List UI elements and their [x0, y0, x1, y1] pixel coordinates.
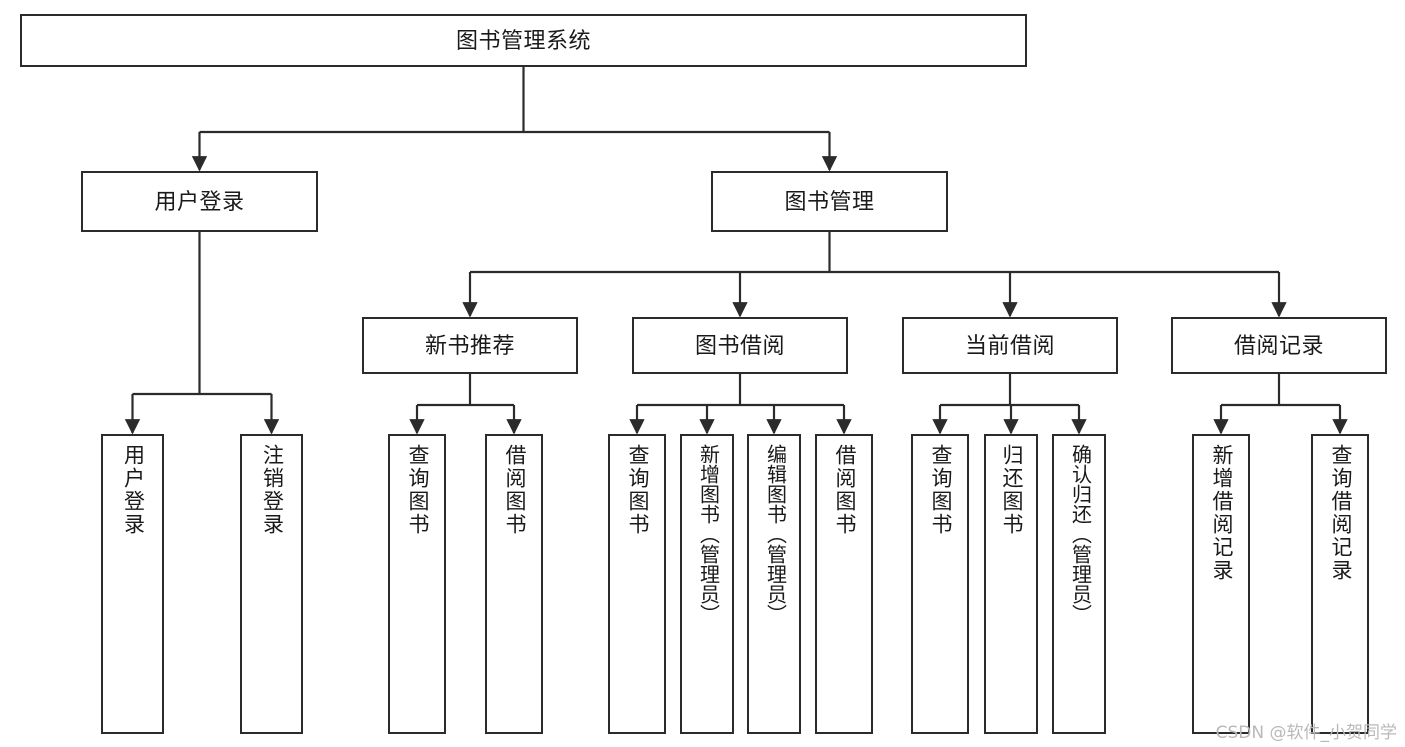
csdn-watermark: CSDN @软件_小贺同学 [1215, 723, 1397, 743]
node-new-book-rec[interactable]: 新书推荐 [362, 317, 578, 374]
node-leaf-query-book-2[interactable]: 查询图书 [608, 434, 666, 734]
node-label: 用户登录 [154, 188, 245, 214]
node-label: 确认归还（管理员） [1068, 444, 1091, 624]
node-leaf-query-record[interactable]: 查询借阅记录 [1311, 434, 1369, 734]
node-leaf-borrow-book-2[interactable]: 借阅图书 [815, 434, 873, 734]
node-label: 查询图书 [406, 444, 430, 536]
node-leaf-edit-book[interactable]: 编辑图书（管理员） [747, 434, 801, 734]
node-label: 当前借阅 [964, 332, 1055, 358]
node-leaf-add-book[interactable]: 新增图书（管理员） [680, 434, 734, 734]
node-label: 查询图书 [929, 444, 953, 536]
node-user-login[interactable]: 用户登录 [81, 171, 318, 232]
node-book-manage[interactable]: 图书管理 [711, 171, 948, 232]
node-leaf-logout[interactable]: 注销登录 [240, 434, 303, 734]
node-label: 图书管理系统 [455, 27, 591, 53]
node-leaf-query-book-1[interactable]: 查询图书 [388, 434, 446, 734]
node-leaf-confirm-return[interactable]: 确认归还（管理员） [1052, 434, 1106, 734]
node-root[interactable]: 图书管理系统 [20, 14, 1027, 67]
node-leaf-user-login[interactable]: 用户登录 [101, 434, 164, 734]
node-label: 注销登录 [260, 444, 284, 536]
node-label: 查询图书 [626, 444, 650, 536]
node-label: 新增借阅记录 [1210, 444, 1234, 582]
node-leaf-borrow-book-1[interactable]: 借阅图书 [485, 434, 543, 734]
node-current-borrow[interactable]: 当前借阅 [902, 317, 1118, 374]
node-label: 用户登录 [121, 444, 145, 536]
node-label: 图书借阅 [694, 332, 785, 358]
node-leaf-return-book[interactable]: 归还图书 [984, 434, 1038, 734]
node-leaf-add-record[interactable]: 新增借阅记录 [1192, 434, 1250, 734]
node-book-borrow[interactable]: 图书借阅 [632, 317, 848, 374]
node-label: 借阅记录 [1233, 332, 1324, 358]
node-label: 图书管理 [784, 188, 875, 214]
node-leaf-query-book-3[interactable]: 查询图书 [911, 434, 969, 734]
node-label: 查询借阅记录 [1329, 444, 1353, 582]
node-label: 新书推荐 [424, 332, 515, 358]
node-label: 编辑图书（管理员） [763, 444, 786, 624]
node-borrow-record[interactable]: 借阅记录 [1171, 317, 1387, 374]
node-label: 归还图书 [1000, 444, 1024, 536]
node-label: 借阅图书 [833, 444, 857, 536]
node-label: 借阅图书 [503, 444, 527, 536]
node-label: 新增图书（管理员） [696, 444, 719, 624]
